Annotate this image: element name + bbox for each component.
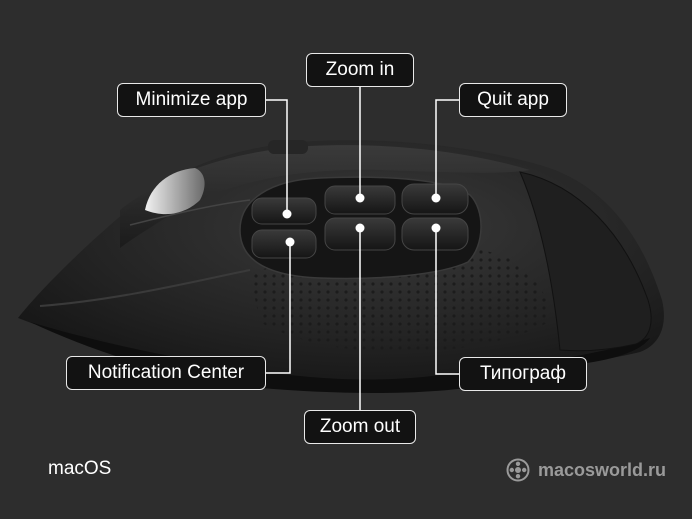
site-name: macosworld.ru [538,459,667,480]
mouse-top-shell [120,145,530,248]
brand-watermark: macosworld.ru [506,456,666,484]
callout-zoom-out: Zoom out [304,410,416,444]
callout-minimize-app: Minimize app [117,83,266,117]
os-label: macOS [48,458,112,479]
leader-lines [266,84,459,410]
callout-typograph: Типограф [459,357,587,391]
scroll-wheel [145,168,205,215]
button-markers [282,193,441,247]
callout-notification-center: Notification Center [66,356,266,390]
mouse-right-panel [519,171,652,352]
macosworld-logo-icon [506,458,530,482]
callout-zoom-in: Zoom in [306,53,414,87]
callout-quit-app: Quit app [459,83,567,117]
